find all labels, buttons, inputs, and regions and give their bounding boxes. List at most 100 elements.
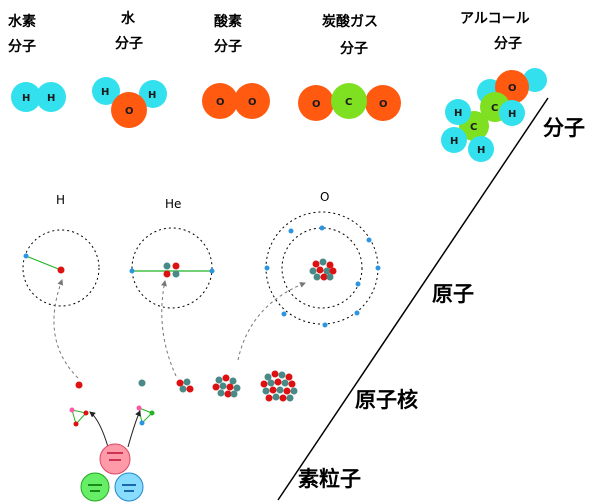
oxygen-nucleon (320, 273, 328, 281)
co2-molecule: O C O (298, 83, 401, 121)
scale-divider-line (277, 97, 549, 501)
hydrogen-atom-2 (36, 82, 66, 112)
level-label-nucleus: 原子核 (355, 388, 418, 412)
co2-oxygen-left (298, 85, 334, 121)
oxygen-atom-2 (234, 83, 270, 119)
nucleon (176, 379, 184, 387)
helium-neutron-1 (163, 262, 171, 270)
oxygen-atom-model: O (264, 190, 381, 328)
quark (149, 410, 155, 416)
alcohol-hydrogen-right-label: H (508, 109, 516, 120)
molecule-names: 水素 分子 水 分子 酸素 分子 炭酸ガス 分子 アルコール 分子 (8, 10, 530, 57)
quark-green-marking (90, 490, 100, 492)
hydrogen-electron (23, 253, 29, 259)
hydrogen-atom-2-label: H (47, 93, 55, 104)
nucleon (285, 373, 293, 381)
oxygen-electron (355, 281, 361, 287)
nucleon (264, 373, 272, 381)
hydrogen-atom-model: H (22, 193, 100, 307)
level-label-molecule: 分子 (543, 116, 585, 140)
co2-oxygen-right (365, 85, 401, 121)
alcohol-hydrogen-left-upper (445, 99, 471, 125)
oxygen-molecule: O O (202, 83, 270, 119)
quark-green-marking (88, 484, 102, 486)
oxygen-atom-1-label: O (216, 97, 225, 108)
oxygen-atom-label: O (320, 190, 329, 204)
co2-carbon (331, 83, 367, 119)
water-molecule: H H O (92, 77, 167, 128)
alcohol-hydrogen-top-right (523, 68, 547, 92)
nucleus-proton (75, 381, 83, 389)
water-hydrogen-right (139, 80, 167, 108)
nucleus-large (260, 370, 298, 402)
nucleon (179, 385, 187, 393)
nucleon (233, 384, 241, 392)
level-label-particle: 素粒子 (298, 467, 361, 491)
oxygen-nucleon (313, 273, 321, 281)
oxygen-electron (375, 265, 381, 271)
nucleon (265, 394, 273, 402)
water-oxygen-label: O (125, 106, 134, 117)
nucleon (212, 383, 220, 391)
helium-neutron-2 (172, 270, 180, 278)
alcohol-carbon-lower-label: C (470, 122, 477, 133)
water-hydrogen-left (92, 77, 120, 105)
oxygen-molecule-name-line2: 分子 (214, 39, 242, 55)
helium-electron-right (209, 268, 215, 274)
oxygen-electron (319, 225, 325, 231)
nucleon (290, 387, 298, 395)
hydrogen-orbit (22, 229, 100, 307)
alcohol-hydrogen-left-lower (441, 127, 467, 153)
arrow-oxygen-nucleus-to-atom (237, 282, 306, 361)
nucleon (271, 370, 279, 378)
quark-ball-blue (114, 472, 144, 502)
nucleon (183, 378, 191, 386)
nucleon (226, 383, 234, 391)
hydrogen-atom-1-label: H (22, 93, 30, 104)
nucleus-helium (176, 378, 194, 393)
proton-quark-triangle (69, 407, 89, 427)
nucleon (260, 380, 268, 388)
nucleon (272, 393, 280, 401)
helium-proton-1 (172, 262, 180, 270)
oxygen-electron (281, 311, 287, 317)
oxygen-nucleon (312, 260, 320, 268)
nucleon (230, 390, 238, 398)
water-molecule-name-line2: 分子 (115, 36, 143, 52)
proton-quark-links (71, 409, 87, 426)
nucleon (186, 385, 194, 393)
alcohol-molecule-name-line2: 分子 (494, 36, 522, 52)
oxygen-nucleon (319, 258, 327, 266)
nucleon (278, 371, 286, 379)
quark-red-marking (107, 452, 123, 454)
oxygen-nucleon (329, 267, 337, 275)
arrow-proton-to-hydrogen (53, 279, 79, 379)
oxygen-atom-2-label: O (248, 97, 257, 108)
neutron-quark-triangle (136, 405, 155, 426)
arrow-quarks-to-neutron (127, 410, 141, 448)
oxygen-electron (354, 310, 360, 316)
nucleon (229, 377, 237, 385)
nucleon (269, 386, 277, 394)
hydrogen-atom-1 (11, 82, 41, 112)
nucleus-to-atom-arrows (53, 279, 306, 379)
quark (69, 407, 75, 413)
nucleon (215, 376, 223, 384)
water-oxygen (111, 92, 147, 128)
hydrogen-molecule-name-line2: 分子 (8, 39, 36, 55)
alcohol-molecule-name-line1: アルコール (460, 11, 530, 27)
oxygen-electron (322, 322, 328, 328)
oxygen-inner-orbit (281, 227, 363, 309)
oxygen-electron (288, 228, 294, 234)
helium-proton-2 (163, 270, 171, 278)
nucleon (262, 387, 270, 395)
arrow-quarks-to-proton (89, 411, 109, 448)
water-molecule-name-line1: 水 (121, 10, 136, 27)
hydrogen-molecule-name-line1: 水素 (8, 13, 36, 30)
hydrogen-proton (57, 266, 65, 274)
quark-composition (69, 405, 155, 502)
alcohol-hydrogen-right (499, 100, 525, 126)
alcohol-hydrogen-bottom-label: H (477, 145, 485, 156)
oxygen-atom-1 (202, 83, 238, 119)
nucleus-neutron (138, 379, 146, 387)
